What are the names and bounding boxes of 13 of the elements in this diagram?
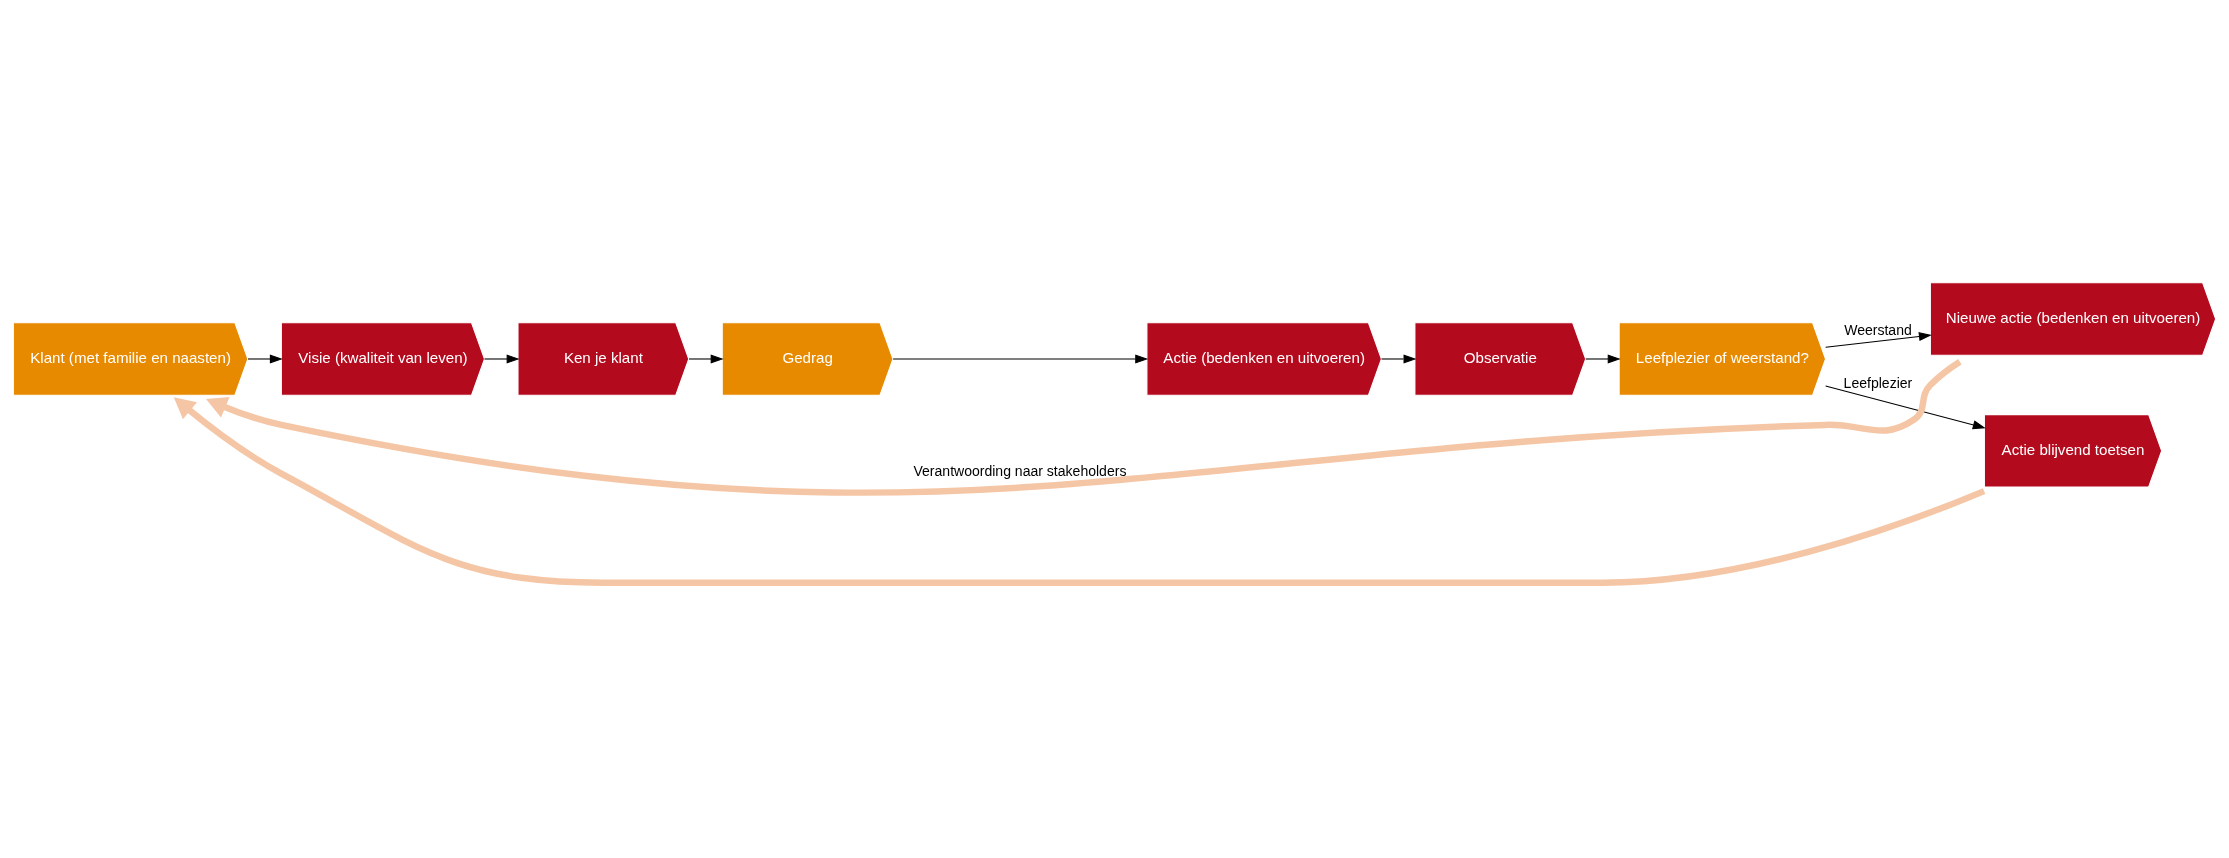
arrow <box>173 396 1986 586</box>
edge-label: Weerstand <box>1844 321 1912 338</box>
arrow <box>1381 353 1417 364</box>
edge-label: Verantwoording naar stakeholders <box>913 462 1127 479</box>
arrow <box>247 353 283 364</box>
arrow <box>1825 384 1986 429</box>
arrow <box>892 353 1149 364</box>
arrow <box>1585 353 1621 364</box>
arrow <box>688 353 724 364</box>
arrow <box>1825 331 1932 348</box>
arrow <box>483 353 520 364</box>
edge-label: Leefplezier <box>1843 374 1913 391</box>
arrow <box>205 358 1962 496</box>
